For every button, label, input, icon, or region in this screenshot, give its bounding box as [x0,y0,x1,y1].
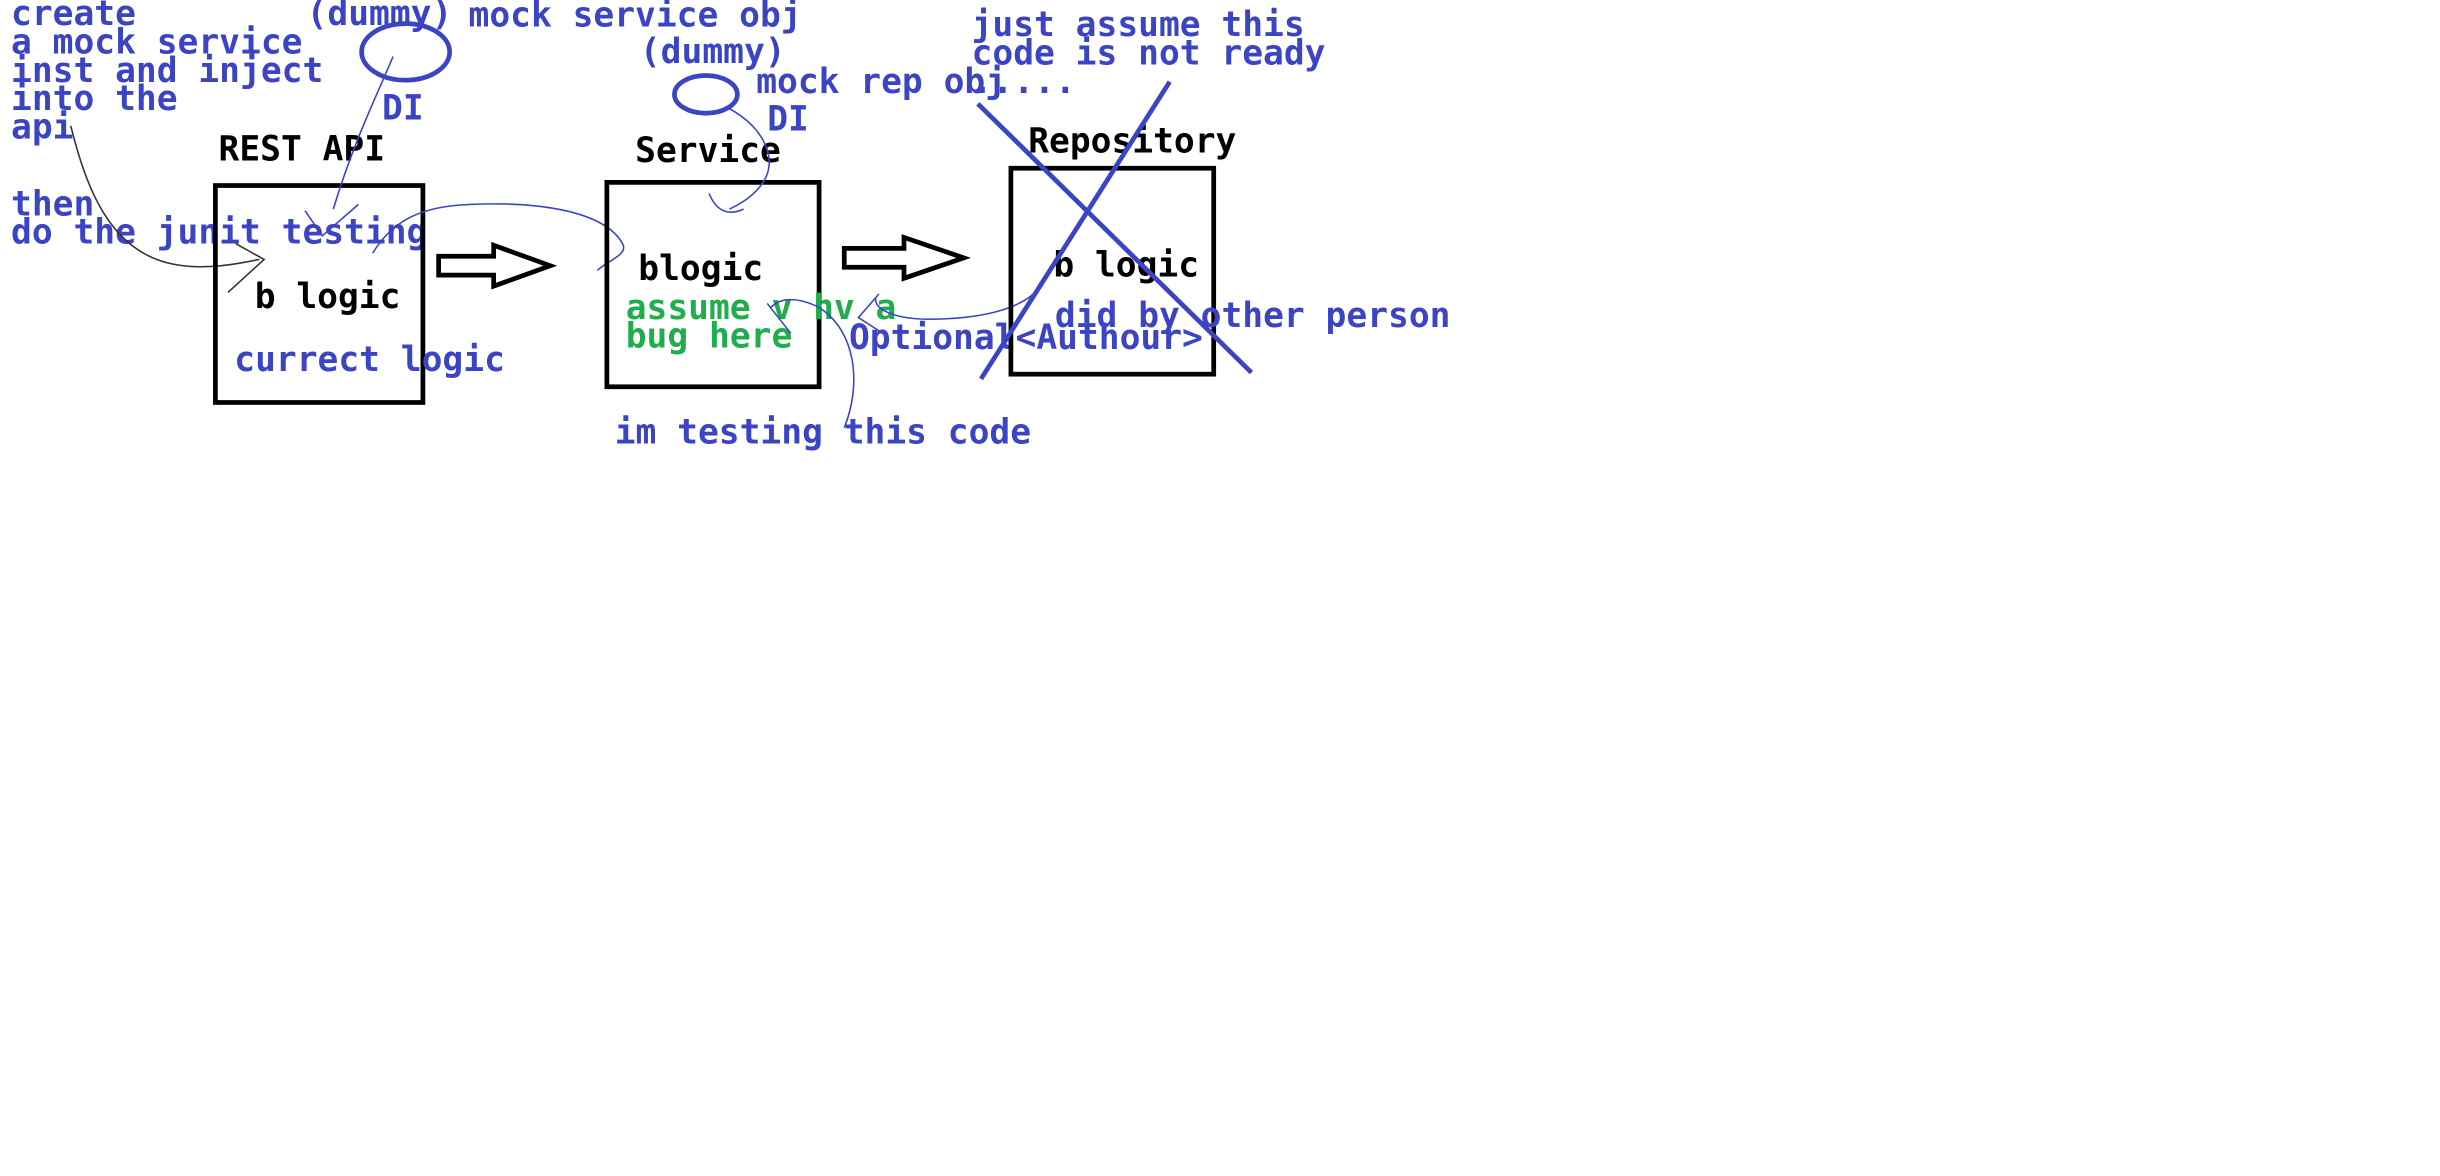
rest-api-sub-label: currect logic [234,340,505,380]
repo-mock-dummy-label: (dummy) [640,32,786,72]
service-to-repo-arrow [841,234,972,282]
rest-api-title: REST API [219,129,386,169]
note-line: assume v hv a [626,288,897,328]
api-to-service-arrow [436,241,558,290]
note-line: api [11,107,73,147]
cross-line [979,80,1172,381]
optional-author-label: Optional<Authour> [849,318,1203,358]
service-mock-name: mock service obj [469,0,802,36]
return-value-curve [874,285,1042,320]
cross-out-mark [976,80,1254,381]
repo-mock-name: mock rep obj [756,62,1006,102]
service-mock-injection-arrowhead [304,203,359,238]
cross-line [976,102,1254,375]
note-line: create [11,0,136,34]
repo-mock-injection-line [725,106,770,210]
repo-mock-circle [672,73,740,116]
service-mock-injection-line [332,56,394,210]
service-mock-di-label: DI [382,88,424,128]
note-line: inst and inject [11,51,323,91]
service-title: Service [635,131,781,171]
rest-api-logic-label: b logic [255,277,401,317]
did-by-other-note: did by other person [1055,296,1451,336]
repo-mock-di-label: DI [767,100,809,140]
mock-instruction-note: create a mock service inst and inject in… [11,0,344,147]
service-logic-label: blogic [638,249,763,289]
note-line: code is not ready [972,33,1326,73]
note-line: into the [11,79,178,119]
service-box [604,180,822,390]
rest-api-box [213,183,426,405]
note-line: then [11,184,94,224]
not-ready-note: just assume this code is not ready ..... [972,5,1347,102]
junit-instruction-note: then do the junit testing [11,184,427,252]
return-value-arrowhead [857,293,881,333]
note-pointer-arrowhead [227,243,266,294]
note-line: ..... [972,62,1076,102]
api-service-link [371,203,625,271]
service-mock-circle [359,21,452,83]
note-line: bug here [626,316,793,356]
testing-pointer-arrowhead [766,302,792,334]
note-line: just assume this [972,5,1305,45]
testing-this-code-note: im testing this code [615,412,1031,452]
note-line: a mock service [11,22,302,62]
testing-pointer-curve [769,298,855,428]
note-pointer-arrow [69,125,260,268]
service-bug-note: assume v hv a bug here [626,288,917,356]
note-line: do the junit testing [11,213,427,253]
repo-mock-injection-arrowhead [708,193,744,213]
